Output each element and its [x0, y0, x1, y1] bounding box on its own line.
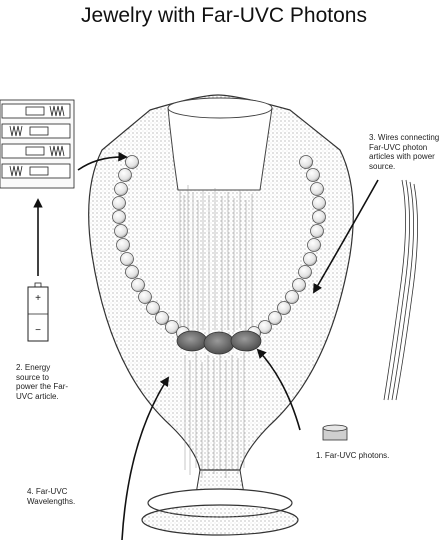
- arrows: [33, 151, 379, 541]
- label-energy-source: 2. Energy source to power the Far- UVC a…: [16, 363, 69, 401]
- arrow-from-photons: [256, 348, 301, 431]
- label-wires: 3. Wires connecting Far-UVC photon artic…: [369, 133, 440, 171]
- battery-pack: [0, 99, 75, 189]
- photon-element: [322, 424, 348, 441]
- arrow-from-wires: [313, 179, 379, 294]
- far-uvc-streaks: [179, 185, 253, 478]
- battery-plus: +: [35, 293, 41, 304]
- battery-minus: −: [35, 325, 41, 336]
- wires: [383, 179, 418, 401]
- pendant-stones: [176, 330, 262, 355]
- necklace: [112, 155, 326, 340]
- arrow-from-wavelengths: [121, 376, 170, 541]
- battery-icon: [27, 282, 49, 342]
- label-wavelengths: 4. Far-UVC Wavelengths.: [27, 487, 76, 506]
- mannequin-bust: [88, 94, 354, 536]
- diagram-title: Jewelry with Far-UVC Photons: [81, 4, 367, 27]
- arrow-to-necklace: [77, 151, 128, 171]
- label-photons: 1. Far-UVC photons.: [316, 451, 390, 460]
